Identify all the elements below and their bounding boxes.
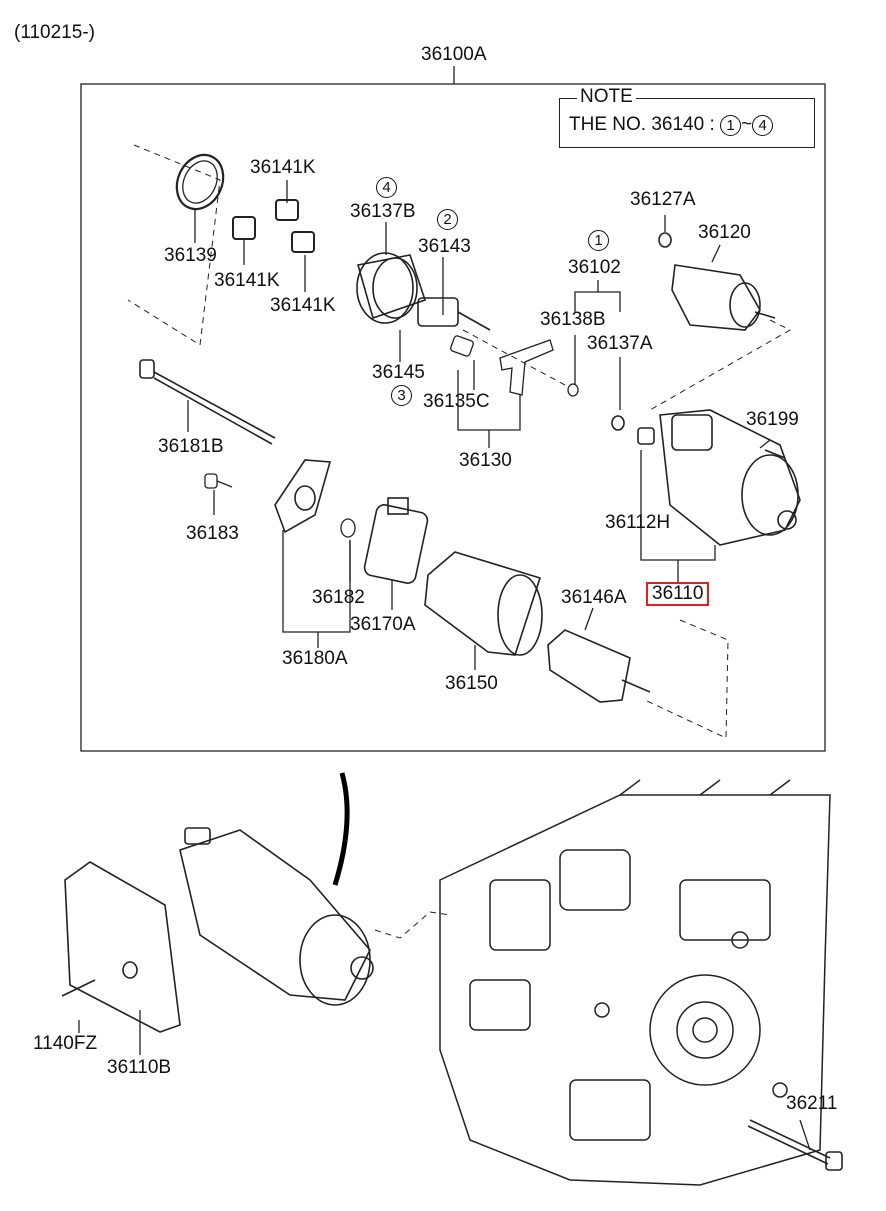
assembly-guide-lines (127, 144, 792, 739)
part-label-36180a[interactable]: 36180A (282, 648, 348, 669)
part-label-36110-highlighted[interactable]: 36110 (646, 582, 710, 606)
part-label-36141k[interactable]: 36141K (250, 157, 316, 178)
end-cover-36180a (274, 459, 332, 534)
brush-holder-36170a (363, 497, 429, 584)
lever-36138b (499, 339, 554, 396)
part-label-36139[interactable]: 36139 (164, 245, 217, 266)
install-arrow (332, 772, 350, 886)
sleeve-36135c (450, 335, 474, 357)
part-label-36141k[interactable]: 36141K (270, 295, 336, 316)
screw-36183 (204, 473, 233, 489)
part-label-36146a[interactable]: 36146A (561, 587, 627, 608)
part-label-36137a[interactable]: 36137A (587, 333, 653, 354)
planet-gears-36141k (232, 199, 315, 253)
note-end-marker: 4 (752, 115, 774, 136)
gear-housing-36137b (356, 252, 491, 331)
marker-3: 3 (391, 385, 412, 406)
part-label-36170a[interactable]: 36170A (350, 614, 416, 635)
part-label-36102[interactable]: 36102 (568, 257, 621, 278)
part-label-36130[interactable]: 36130 (459, 450, 512, 471)
bolt-36211 (747, 1119, 843, 1171)
bushing-36182 (340, 518, 356, 538)
part-label-36135c[interactable]: 36135C (423, 391, 490, 412)
ring-36139 (175, 153, 225, 211)
part-label-36150[interactable]: 36150 (445, 673, 498, 694)
marker-1: 1 (588, 230, 609, 251)
part-label-36181b[interactable]: 36181B (158, 436, 224, 457)
part-label-36110b[interactable]: 36110B (107, 1057, 172, 1078)
bracket-36110 (640, 450, 716, 561)
part-label-36138b[interactable]: 36138B (540, 309, 606, 330)
assembly-frame (80, 83, 826, 752)
note-separator: ~ (741, 114, 753, 135)
part-label-1140fz[interactable]: 1140FZ (33, 1033, 98, 1054)
note-start-marker: 1 (720, 115, 742, 136)
note-text: THE NO. 36140 : 1~4 (569, 114, 774, 136)
note-prefix: THE NO. 36140 : (569, 114, 715, 135)
starter-36112h (611, 409, 801, 546)
part-label-36211[interactable]: 36211 (786, 1093, 838, 1114)
part-label-36182[interactable]: 36182 (312, 587, 365, 608)
assembly-number-label[interactable]: 36100A (421, 44, 487, 65)
part-label-36199[interactable]: 36199 (746, 409, 799, 430)
note-title: NOTE (577, 86, 636, 108)
armature-36146a (547, 629, 651, 703)
solenoid-36120 (658, 232, 776, 331)
part-label-36127a[interactable]: 36127A (630, 189, 696, 210)
note-box (559, 98, 815, 148)
part-label-36137b[interactable]: 36137B (350, 201, 416, 222)
part-label-36143[interactable]: 36143 (418, 236, 471, 257)
bracket-36180a (282, 530, 351, 633)
yoke-36150 (424, 551, 543, 656)
through-bolt-36181b (139, 359, 276, 445)
starter-installed-view (61, 827, 374, 1033)
part-label-36112h[interactable]: 36112H (605, 512, 671, 533)
part-label-36141k[interactable]: 36141K (214, 270, 280, 291)
marker-4: 4 (376, 177, 397, 198)
marker-2: 2 (437, 209, 458, 230)
part-label-36145[interactable]: 36145 (372, 362, 425, 383)
part-label-36183[interactable]: 36183 (186, 523, 239, 544)
engine-block (439, 779, 831, 1186)
part-label-36120[interactable]: 36120 (698, 222, 751, 243)
serial-range-label: (110215-) (14, 22, 95, 43)
